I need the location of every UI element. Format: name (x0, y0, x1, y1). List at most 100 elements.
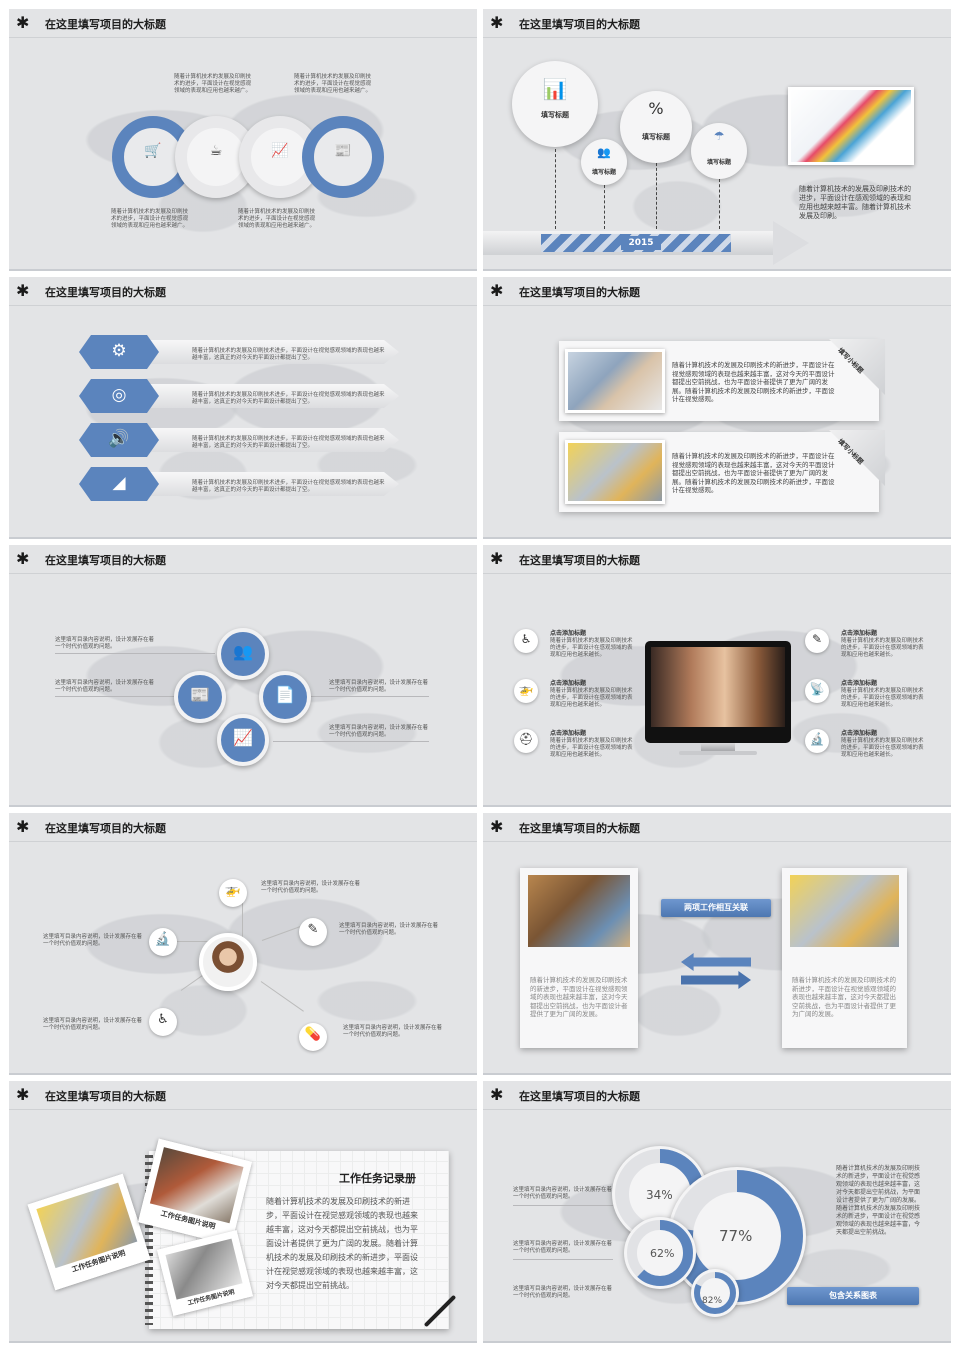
slide-title: 在这里填写项目的大标题 (519, 554, 640, 567)
slide-5[interactable]: ✱ 在这里填写项目的大标题 这里填写目录内容说明，设计发展存在着一个时代价值观的… (9, 545, 477, 807)
spiral-binding (145, 1155, 153, 1325)
item-heading: 点击添加标题 (550, 630, 587, 637)
slide-title: 在这里填写项目的大标题 (45, 554, 166, 567)
gear-icon: ✱ (490, 13, 504, 32)
slide-9[interactable]: ✱ 在这里填写项目的大标题 工作任务记录册 随着计算机技术的发展及印刷技术的新进… (9, 1081, 477, 1343)
news-icon: 📰 (334, 143, 352, 159)
gear-icon: ✱ (490, 817, 504, 836)
percent-label: 62% (650, 1247, 675, 1260)
slide-header: ✱ 在这里填写项目的大标题 (483, 545, 951, 574)
notebook-body: 随着计算机技术的发展及印刷技术的新进步，平面设计在视觉感观领域的表现也越来越丰富… (266, 1197, 418, 1290)
slide-header: ✱ 在这里填写项目的大标题 (483, 1081, 951, 1110)
pen-icon: ✎ (811, 632, 823, 646)
item-text: 随着计算机技术的发展及印刷技术的进步，平面设计在感观领域的表现和应用也越来越长。 (550, 638, 633, 658)
slide-10[interactable]: ✱ 在这里填写项目的大标题 这里填写目录内容说明，设计发展存在着一个时代价值观的… (483, 1081, 951, 1343)
slide-4[interactable]: ✱ 在这里填写项目的大标题 随着计算机技术的发展及印刷技术的新进步，平面设计在视… (483, 277, 951, 539)
microscope-icon: 🔬 (809, 732, 825, 746)
slide-title: 在这里填写项目的大标题 (519, 18, 640, 31)
polaroid: 工作任务图片说明 (27, 1173, 151, 1291)
gear-icon: ✱ (16, 1085, 30, 1104)
relation-button[interactable]: 两项工作相互关联 (661, 899, 771, 917)
bar-chart-icon: 📊 (542, 77, 568, 101)
list-item: 这里填写目录内容说明，设计发展存在着一个时代价值观的问题。 (55, 680, 155, 693)
slide-header: ✱ 在这里填写项目的大标题 (9, 277, 477, 306)
umbrella-icon: ☂ (713, 129, 725, 143)
astronaut-icon: ⛑ (518, 732, 534, 746)
slide-header: ✱ 在这里填写项目的大标题 (483, 813, 951, 842)
bubble (691, 123, 747, 179)
gear-icon: ✱ (490, 1085, 504, 1104)
icon-circle (217, 714, 269, 766)
item-heading: 点击添加标题 (550, 730, 587, 737)
slide-title: 在这里填写项目的大标题 (45, 822, 166, 835)
people-icon: 👥 (597, 146, 611, 159)
slide-title: 在这里填写项目的大标题 (519, 286, 640, 299)
arrow-left-icon (681, 953, 751, 971)
news-icon: 📰 (190, 685, 210, 704)
gear-icon: ✱ (16, 281, 30, 300)
gear-icon: ✱ (16, 549, 30, 568)
slide-7[interactable]: ✱ 在这里填写项目的大标题 🚁 这里填写目录内容说明，设计发展存在着一个时代价值… (9, 813, 477, 1075)
coffee-money-icon: ☕ (209, 143, 223, 159)
donut-arc (694, 1272, 736, 1314)
list-item: 这里填写目录内容说明，设计发展存在着一个时代价值观的问题。 (43, 934, 143, 947)
chart-monitor-icon: 📈 (271, 143, 289, 159)
percent-label: 77% (719, 1227, 753, 1245)
bubble-label: 填写标题 (642, 133, 670, 141)
avatar (199, 933, 257, 991)
body-text: 随着计算机技术的发展及印刷技术的新进步，平面设计在视觉感观领域的表现也越来越丰富… (836, 1165, 921, 1236)
bubble (620, 91, 692, 163)
row-text: 随着计算机技术的发展及印刷技术进步，平面设计在视觉感观领域的表现也越来越丰富，这… (192, 480, 385, 493)
slide-header: ✱ 在这里填写项目的大标题 (9, 9, 477, 38)
item-text: 随着计算机技术的发展及印刷技术的进步，平面设计在感观领域的表现和应用也越来越长。 (841, 738, 924, 758)
year-label: 2015 (621, 236, 661, 250)
lifebuoy-icon: ◎ (111, 385, 127, 405)
bubble-label: 填写标题 (706, 159, 731, 166)
gear-icon: ✱ (490, 281, 504, 300)
slide-header: ✱ 在这里填写项目的大标题 (483, 9, 951, 38)
slide-3[interactable]: ✱ 在这里填写项目的大标题 ⚙ 随着计算机技术的发展及印刷技术进步，平面设计在视… (9, 277, 477, 539)
body-text: 随着计算机技术的发展及印刷技术的进步，平面设计在视觉感观领域的表现和应用也越来越… (238, 209, 316, 229)
card-text: 随着计算机技术的发展及印刷技术的新进步，平面设计在视觉感观领域的表现也越来越丰富… (672, 361, 835, 403)
photo (788, 87, 914, 165)
item-heading: 点击添加标题 (550, 680, 587, 687)
slide-title: 在这里填写项目的大标题 (519, 822, 640, 835)
card-text: 随着计算机技术的发展及印刷技术的新进步，平面设计在视觉感观领域的表现也越来越丰富… (792, 976, 896, 1018)
helicopter-icon: 🚁 (518, 682, 534, 696)
icon-circle (259, 671, 311, 723)
slide-6[interactable]: ✱ 在这里填写项目的大标题 ♿ 点击添加标题 随着计算机技术的发展及印刷技术的进… (483, 545, 951, 807)
photo (565, 349, 665, 413)
item-heading: 点击添加标题 (841, 630, 878, 637)
gear-icon: ✱ (490, 549, 504, 568)
gear-icon: ✱ (16, 13, 30, 32)
list-item: 这里填写目录内容说明，设计发展存在着一个时代价值观的问题。 (55, 637, 155, 650)
list-item: 这里填写目录内容说明，设计发展存在着一个时代价值观的问题。 (329, 725, 429, 738)
person-icon: ♿ (157, 1012, 169, 1027)
slide-header: ✱ 在这里填写项目的大标题 (483, 277, 951, 306)
item-heading: 点击添加标题 (841, 680, 878, 687)
pills-icon: 💊 (304, 1027, 322, 1042)
bubble (512, 61, 598, 147)
list-item: 这里填写目录内容说明，设计发展存在着一个时代价值观的问题。 (343, 1025, 443, 1038)
relation-chart-button[interactable]: 包含关系图表 (787, 1287, 919, 1305)
slide-title: 在这里填写项目的大标题 (519, 1090, 640, 1103)
bubble-label: 填写标题 (591, 169, 616, 176)
gear-icon: ✱ (16, 817, 30, 836)
slide-header: ✱ 在这里填写项目的大标题 (9, 545, 477, 574)
slide-1[interactable]: ✱ 在这里填写项目的大标题 随着计算机技术的发展及印刷技术的进步，平面设计在视觉… (9, 9, 477, 271)
document-icon: 📄 (275, 685, 295, 704)
rss-icon: ◢ (112, 473, 126, 493)
card-text: 随着计算机技术的发展及印刷技术的新进步，平面设计在视觉感观领域的表现也越来越丰富… (530, 976, 628, 1018)
body-text: 随着计算机技术的发展及印刷技术的进步，平面设计在视觉感观领域的表现和应用也越来越… (111, 209, 189, 229)
arrow-right-icon (681, 971, 751, 989)
pen-icon: ✎ (307, 922, 319, 937)
slide-8[interactable]: ✱ 在这里填写项目的大标题 随着计算机技术的发展及印刷技术的新进步，平面设计在视… (483, 813, 951, 1075)
body-text: 随着计算机技术的发展及印刷技术的进步，平面设计在视觉感观领域的表现和应用也越来越… (294, 74, 372, 94)
list-item: 这里填写目录内容说明，设计发展存在着一个时代价值观的问题。 (261, 881, 361, 894)
item-heading: 点击添加标题 (841, 730, 878, 737)
item-text: 随着计算机技术的发展及印刷技术的进步，平面设计在感观领域的表现和应用也越来越长。 (550, 688, 633, 708)
item-text: 随着计算机技术的发展及印刷技术的进步，平面设计在感观领域的表现和应用也越来越长。 (841, 688, 924, 708)
list-item: 这里填写目录内容说明，设计发展存在着一个时代价值观的问题。 (513, 1241, 613, 1254)
slide-2[interactable]: ✱ 在这里填写项目的大标题 📊 填写标题 填写标题 👥 % 填写标题 ☂ 填写标… (483, 9, 951, 271)
photo (528, 875, 630, 947)
